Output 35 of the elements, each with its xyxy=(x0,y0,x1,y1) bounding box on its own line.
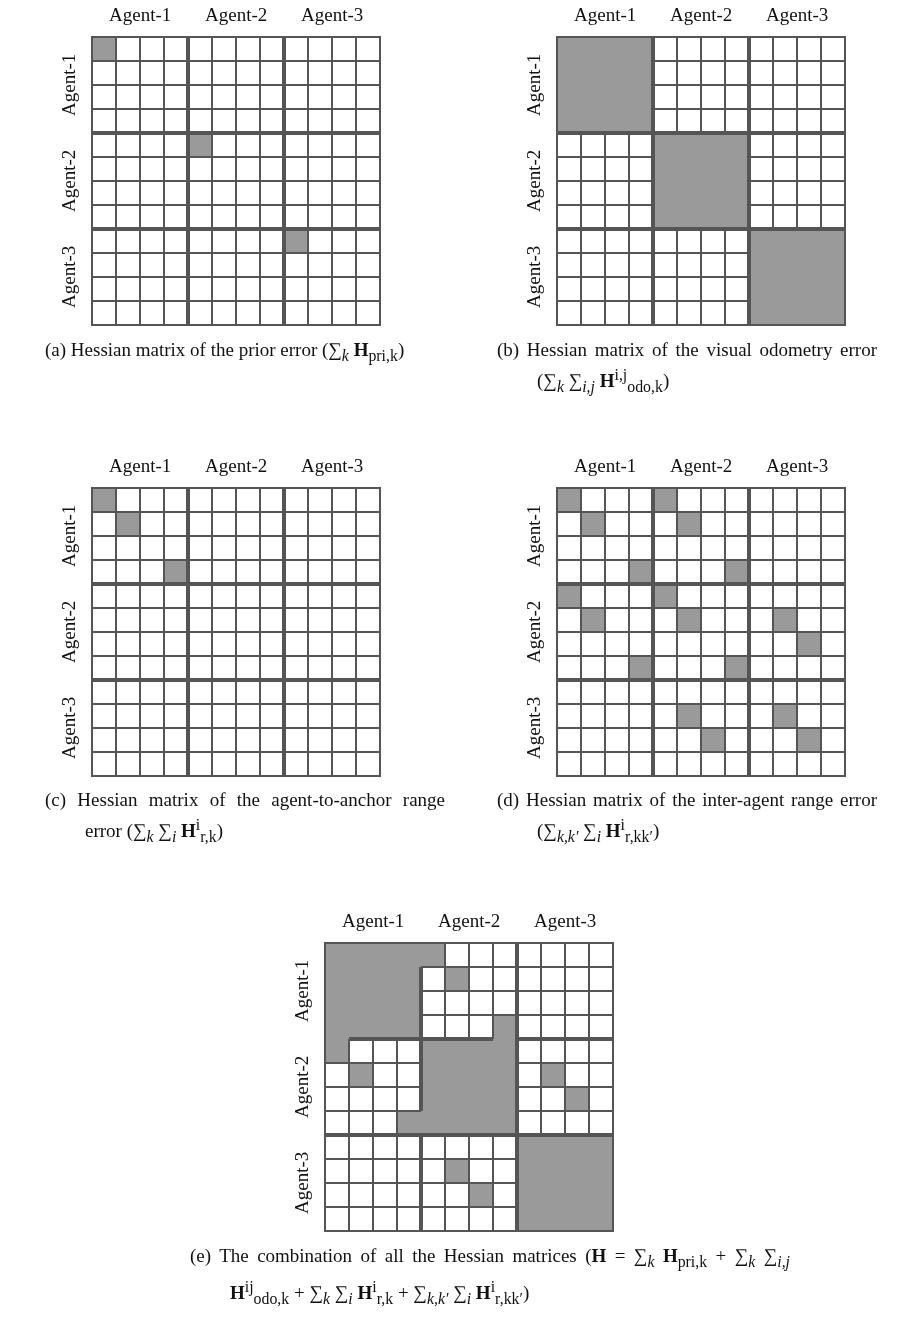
column-header: Agent-1 xyxy=(574,455,637,477)
figure-caption: (a) Hessian matrix of the prior error (∑$_{k}$ H$_{pri,k}$) xyxy=(45,338,406,367)
row-header: Agent-2 xyxy=(523,600,545,663)
row-header: Agent-2 xyxy=(523,149,545,212)
column-header: Agent-2 xyxy=(670,455,733,477)
row-header: Agent-1 xyxy=(58,504,80,567)
row-header: Agent-3 xyxy=(523,696,545,759)
row-header: Agent-1 xyxy=(523,53,545,116)
row-header: Agent-1 xyxy=(523,504,545,567)
figure-caption: (d) Hessian matrix of the inter-agent range error (∑$_{k,k′}$ ∑$_{i}$ H$^{i}$$_{r,kk′}$) xyxy=(497,788,877,848)
column-header: Agent-2 xyxy=(438,910,501,932)
figure-caption: (e) The combination of all the Hessian matrices (H = ∑$_{k}$ H$_{pri,k}$ + ∑$_{k}$ ∑$_{i,j}$ H$^{ij}$$_{odo,k}$ + ∑$_{k}$ ∑$_{i}$ H$^{i}$$_{r,k}$ + ∑$_{k,k′}$ ∑$_{i}$ H$^{i}$$_{r,kk′}$) xyxy=(190,1244,790,1309)
column-header: Agent-1 xyxy=(342,910,405,932)
row-header: Agent-3 xyxy=(58,696,80,759)
row-header: Agent-3 xyxy=(523,245,545,308)
column-header: Agent-1 xyxy=(109,4,172,26)
row-header: Agent-2 xyxy=(58,149,80,212)
row-header: Agent-3 xyxy=(291,1151,313,1214)
figure-caption: (c) Hessian matrix of the agent-to-anchor range error (∑$_{k}$ ∑$_{i}$ H$^{i}$$_{r,k}$) xyxy=(45,788,445,848)
column-header: Agent-3 xyxy=(301,455,364,477)
row-header: Agent-1 xyxy=(58,53,80,116)
column-header: Agent-3 xyxy=(301,4,364,26)
column-header: Agent-2 xyxy=(205,455,268,477)
row-header: Agent-1 xyxy=(291,959,313,1022)
column-header: Agent-2 xyxy=(205,4,268,26)
row-header: Agent-3 xyxy=(58,245,80,308)
column-header: Agent-3 xyxy=(534,910,597,932)
column-header: Agent-3 xyxy=(766,455,829,477)
column-header: Agent-1 xyxy=(574,4,637,26)
row-header: Agent-2 xyxy=(291,1055,313,1118)
column-header: Agent-2 xyxy=(670,4,733,26)
column-header: Agent-3 xyxy=(766,4,829,26)
row-header: Agent-2 xyxy=(58,600,80,663)
column-header: Agent-1 xyxy=(109,455,172,477)
figure-caption: (b) Hessian matrix of the visual odometry error (∑$_{k}$ ∑$_{i,j}$ H$^{i,j}$$_{odo,k}$) xyxy=(497,338,877,398)
